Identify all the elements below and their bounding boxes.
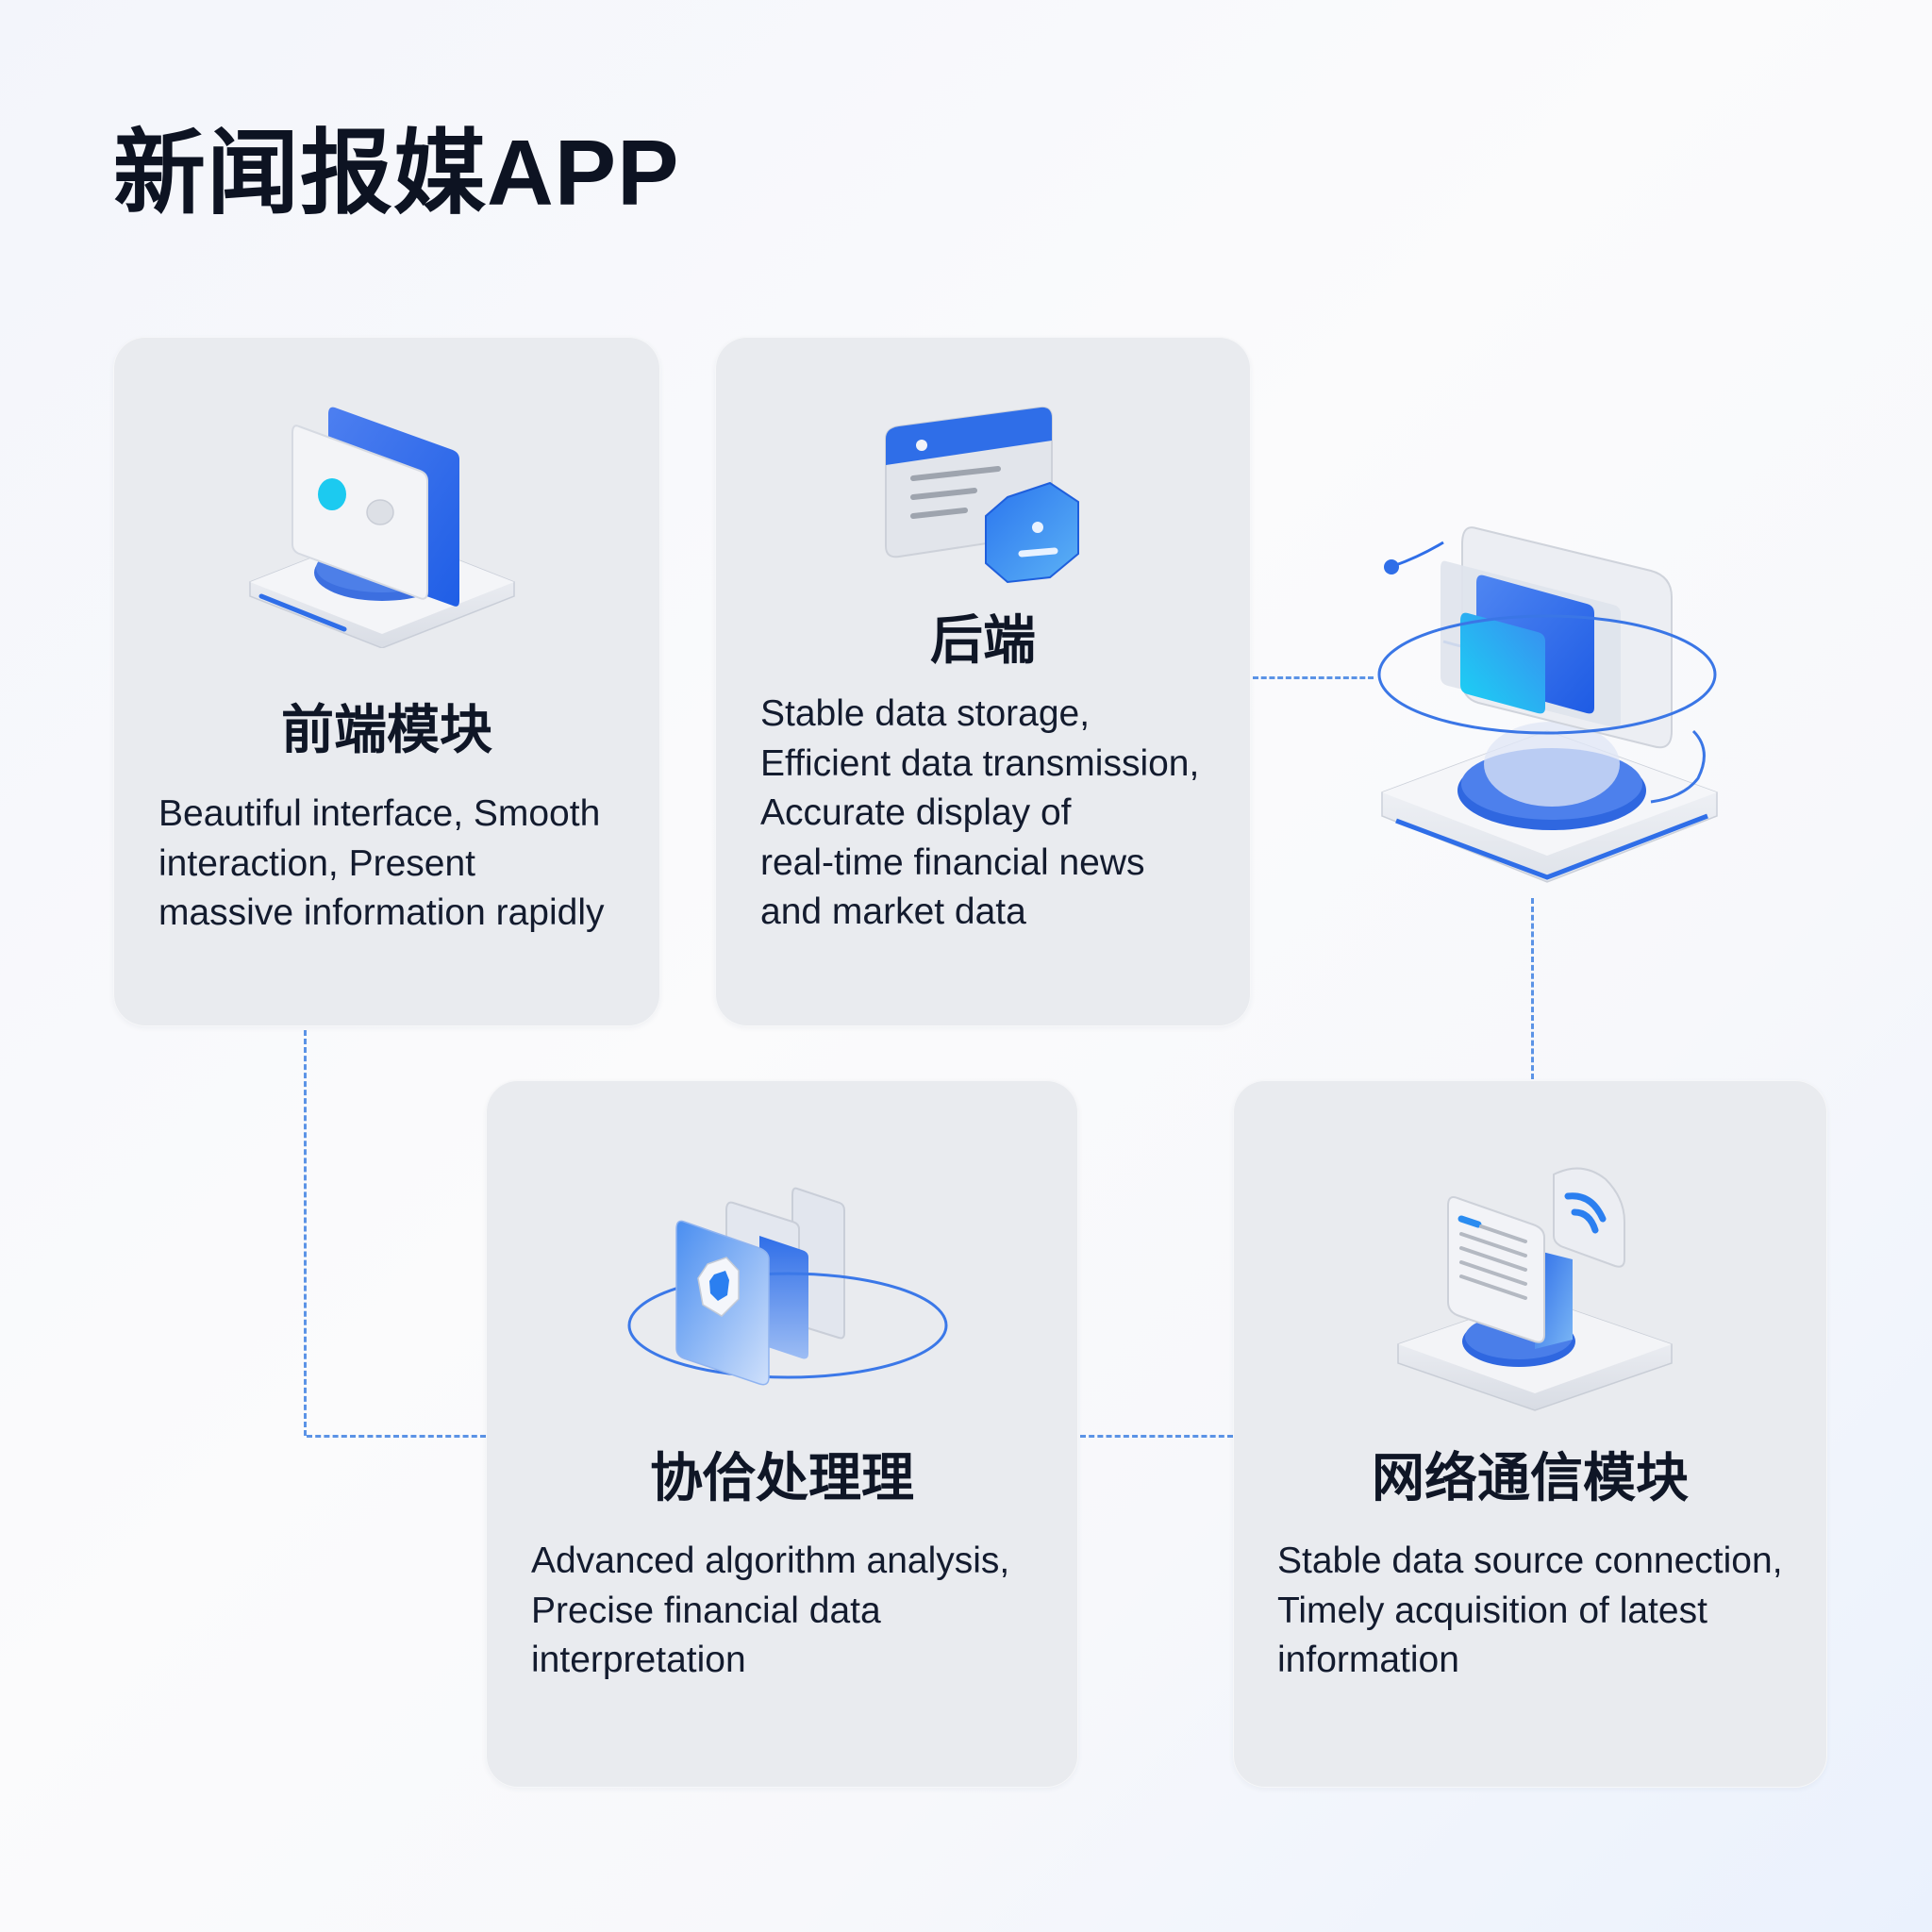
monitor-display-icon	[249, 407, 515, 648]
connector-hub-network	[1531, 898, 1534, 1079]
module-title-processing: 协佮处理理	[650, 1448, 914, 1507]
module-description-frontend: Beautiful interface, Smooth interaction,…	[158, 793, 605, 933]
module-title-backend: 后端	[930, 610, 1036, 670]
connector-frontend-processing-horizontal	[307, 1435, 486, 1438]
page-title: 新闻报媒APP	[113, 121, 680, 225]
connector-backend-hub	[1253, 676, 1374, 679]
module-description-network: Stable data source connection, Timely ac…	[1277, 1541, 1783, 1680]
module-card-network: 网络通信模块 Stable data source connection, Ti…	[1233, 1080, 1827, 1788]
document-wifi-signal-icon	[1397, 1167, 1673, 1411]
module-title-frontend: 前端模块	[281, 700, 492, 759]
module-description-backend: Stable data storage, Efficient data tran…	[760, 693, 1200, 932]
central-server-hub-icon	[1377, 526, 1718, 883]
module-card-frontend: 前端模块 Beautiful interface, Smooth interac…	[113, 337, 660, 1026]
connector-frontend-processing-vertical	[304, 1030, 307, 1436]
module-card-processing: 协佮处理理 Advanced algorithm analysis, Preci…	[486, 1080, 1078, 1788]
module-description-processing: Advanced algorithm analysis, Precise fin…	[531, 1541, 1010, 1680]
connector-processing-network	[1080, 1435, 1233, 1438]
module-title-network: 网络通信模块	[1372, 1448, 1689, 1507]
browser-window-user-badge-icon	[885, 406, 1079, 584]
layered-panels-hexagon-icon	[627, 1187, 948, 1386]
module-card-backend: 后端 Stable data storage, Efficient data t…	[715, 337, 1251, 1026]
